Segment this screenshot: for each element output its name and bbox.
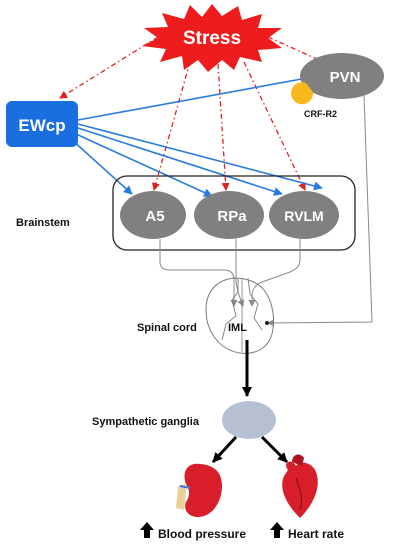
stress-label: Stress: [183, 28, 241, 49]
kidney-icon: [176, 463, 222, 518]
kidney-shape: [184, 463, 222, 518]
rpa-label: RPa: [217, 208, 247, 225]
blood-pressure-label: Blood pressure: [158, 527, 246, 541]
up-arrow-icon: [140, 522, 154, 538]
spinal-cord: Spinal cord IML: [137, 277, 275, 354]
pvn-label: PVN: [330, 69, 361, 86]
sympathetic-ganglia-node: Sympathetic ganglia: [92, 401, 276, 439]
blood-pressure-output: Blood pressure: [140, 522, 246, 541]
arrow-ewcp-to-rpa: [75, 133, 213, 197]
arrow-stress-to-ewcp: [59, 36, 159, 99]
ewcp-node: EWcp: [6, 101, 78, 147]
pvn-ellipse: [300, 53, 384, 99]
kidney-ureter: [176, 484, 186, 510]
ewcp-arrows: [71, 73, 323, 197]
brainstem-group: Brainstem A5 RPa RVLM: [16, 175, 356, 251]
rpa-ellipse: [194, 191, 264, 239]
spinal-cord-outline: [205, 277, 275, 354]
brainstem-label: Brainstem: [16, 217, 70, 229]
arrow-ewcp-to-rvlm-lower: [77, 123, 323, 191]
sympathetic-ganglia-label: Sympathetic ganglia: [92, 416, 200, 428]
crf-r2-receptor: CRF-R2: [291, 82, 337, 119]
brainstem-box: [112, 175, 356, 251]
grey-projections: [159, 95, 373, 327]
receptor-icon: [291, 82, 313, 105]
arrow-ganglia-to-kidney: [211, 435, 238, 464]
rvlm-ellipse: [269, 191, 339, 239]
arrow-stress-to-rpa: [217, 63, 230, 191]
arrow-stress-to-a5: [152, 61, 191, 191]
pvn-node: PVN: [300, 53, 384, 99]
iml-label: IML: [228, 322, 247, 334]
heart-rate-output: Heart rate: [270, 522, 344, 541]
heart-detail: [295, 477, 303, 511]
grey-matter-outline: [221, 277, 263, 341]
ganglia-ellipse: [222, 401, 276, 439]
projection-a5-to-iml: [159, 239, 238, 307]
stress-starburst: [142, 4, 282, 72]
arrow-ewcp-to-rvlm-upper: [77, 127, 283, 196]
pvn-synapse-dot: [265, 321, 269, 325]
projection-pvn-to-iml: [267, 95, 373, 327]
kidney-vessel: [179, 485, 191, 489]
a5-label: A5: [145, 208, 164, 225]
ewcp-box: [6, 101, 78, 147]
projection-rvlm-to-iml: [248, 239, 301, 307]
stress-node: Stress: [142, 4, 282, 72]
arrow-ewcp-to-a5: [71, 139, 133, 195]
ewcp-label: EWcp: [18, 116, 65, 135]
rvlm-label: RVLM: [284, 208, 323, 224]
arrow-ewcp-to-pvn: [77, 73, 319, 121]
spinal-cord-label: Spinal cord: [137, 322, 197, 334]
up-arrow-icon: [270, 522, 284, 538]
crf-r2-label: CRF-R2: [304, 109, 337, 119]
arrow-ganglia-to-heart: [260, 435, 289, 464]
heart-icon: [282, 454, 318, 518]
heart-rate-label: Heart rate: [288, 527, 344, 541]
heart-aorta: [292, 454, 304, 466]
arrow-stress-to-rvlm: [243, 61, 306, 191]
a5-ellipse: [120, 191, 186, 239]
